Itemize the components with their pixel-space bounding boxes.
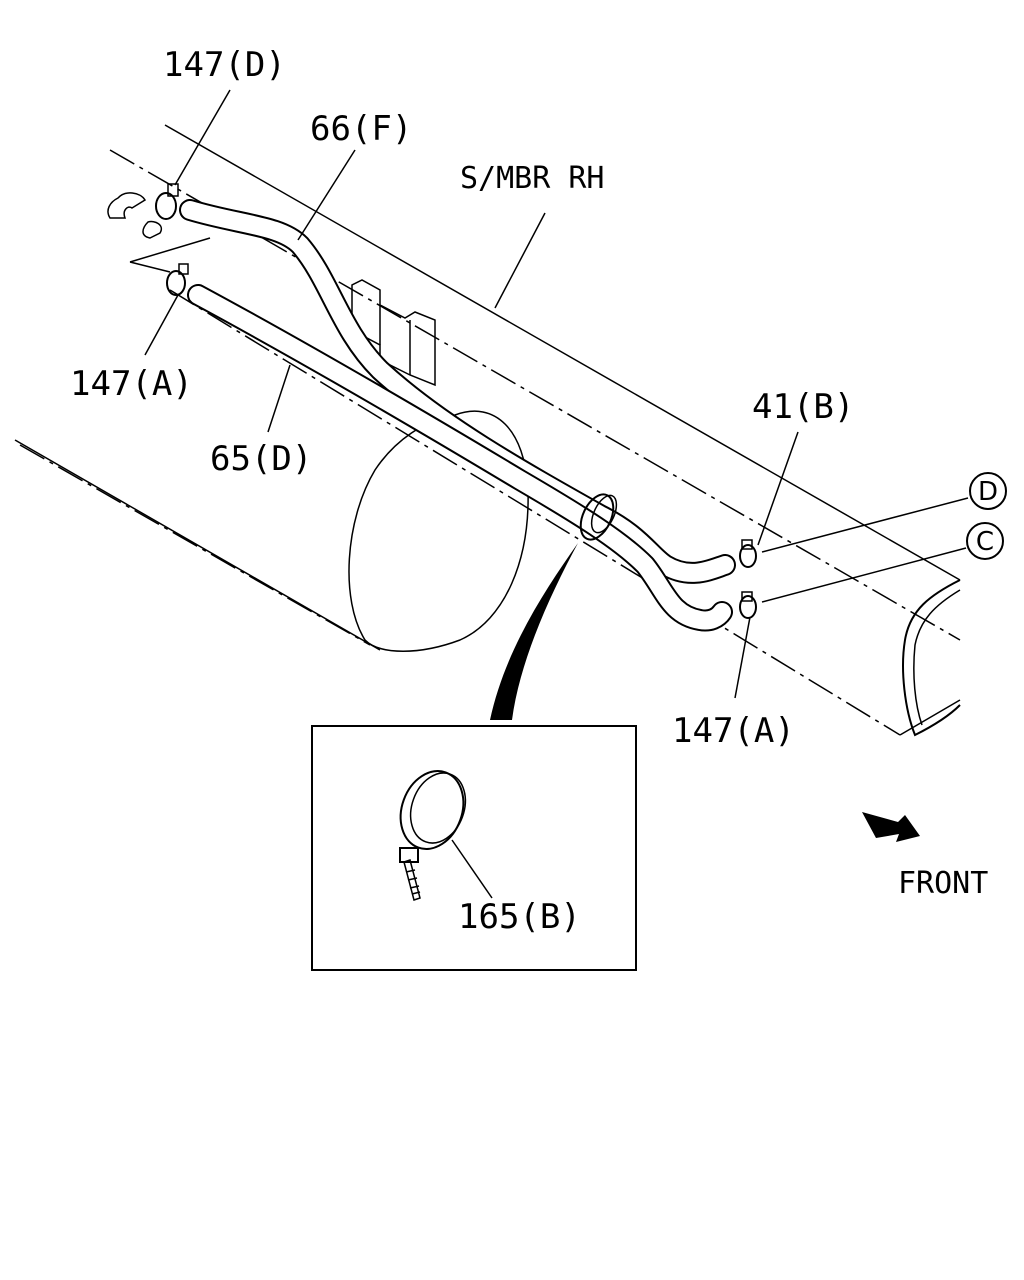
connector-d-label: D — [978, 477, 998, 507]
side-member-frame — [109, 124, 961, 737]
clip-147d — [155, 183, 179, 220]
label-66f: 66(F) — [310, 109, 412, 149]
clip-147a-right — [739, 591, 757, 619]
detail-pointer — [490, 543, 578, 720]
label-41b: 41(B) — [752, 387, 854, 427]
hose-band-clamp — [579, 493, 618, 541]
front-arrow-icon — [862, 812, 920, 842]
label-front: FRONT — [898, 866, 988, 901]
label-65d: 65(D) — [210, 439, 312, 479]
label-147a-right: 147(A) — [672, 711, 795, 751]
label-147a-left: 147(A) — [70, 364, 193, 404]
clip-147a-left — [166, 263, 189, 296]
connector-c: C — [966, 522, 1004, 560]
left-fittings — [107, 192, 211, 273]
label-smbr-rh: S/MBR RH — [460, 161, 605, 196]
bracket — [351, 279, 436, 387]
connector-d: D — [969, 472, 1007, 510]
connector-c-label: C — [976, 527, 994, 557]
label-147d: 147(D) — [163, 45, 286, 85]
hose-66f — [179, 199, 736, 584]
detail-box — [311, 725, 637, 971]
hose-65d — [187, 284, 733, 632]
label-165b: 165(B) — [458, 897, 581, 937]
clip-41b — [739, 539, 757, 568]
leader-lines — [144, 89, 969, 699]
